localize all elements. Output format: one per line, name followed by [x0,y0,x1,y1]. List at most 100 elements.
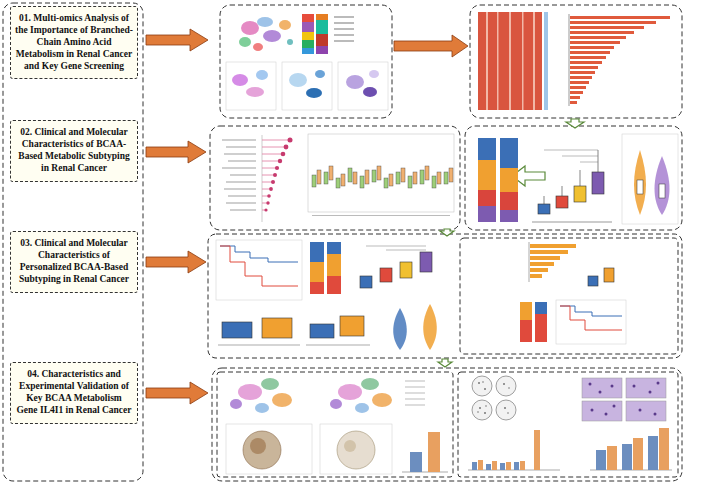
illustration-rect [228,195,256,197]
illustration-rect [220,5,392,118]
illustration-circle [275,166,279,170]
illustration-line [529,242,530,282]
illustration-rect [637,180,643,194]
illustration-rect [659,184,665,198]
illustration-polygon [146,251,206,273]
illustration-g [520,242,626,344]
illustration-path [393,308,407,350]
illustration-g [472,376,516,420]
illustration-rect [486,12,488,110]
illustration-path [423,304,437,350]
illustration-rect [570,101,577,104]
illustration-rect [582,378,622,398]
step-title: 03. Clinical and Molecular Characteristi… [15,238,133,286]
illustration-rect [405,380,425,382]
illustration-rect [384,178,388,188]
illustration-rect [401,168,405,182]
illustration-ellipse [263,30,281,42]
illustration-rect [570,76,592,79]
illustration-g [588,268,614,286]
illustration-circle [472,400,492,420]
illustration-path [655,156,670,215]
illustration-line [306,345,370,346]
illustration-rect [530,262,554,266]
illustration-circle [266,201,269,204]
illustration-rect [353,172,357,184]
illustration-path [560,306,622,316]
illustration-rect [317,170,321,184]
illustration-g [226,14,388,110]
illustration-rect [570,31,634,34]
illustration-path [366,246,426,250]
illustration-path [560,306,622,330]
illustration-circle [337,431,375,469]
illustration-line [262,161,280,162]
illustration-rect [405,386,425,388]
illustration-ellipse [361,378,379,390]
illustration-rect [360,176,364,188]
illustration-g [478,134,678,224]
illustration-ellipse [306,88,322,98]
illustration-circle [611,385,614,388]
illustration-circle [478,382,480,384]
illustration-rect [316,14,328,20]
illustration-rect [522,12,524,110]
illustration-g [312,166,453,188]
illustration-g [264,138,292,212]
illustration-rect [588,276,598,286]
illustration-rect [262,318,292,338]
illustration-polygon [146,29,208,51]
illustration-circle [243,431,281,469]
illustration-ellipse [257,17,273,27]
illustration-rect [228,160,256,162]
illustration-rect [413,172,417,184]
illustration-g [366,246,426,250]
illustration-ellipse [315,70,325,78]
illustration-g [394,35,468,57]
illustration-rect [420,252,432,272]
illustration-rect [226,202,256,204]
illustration-rect [570,96,580,99]
illustration-circle [284,145,289,150]
step-text-group: 04. Characteristics and Experimental Val… [15,369,133,417]
illustration-rect [633,438,643,470]
illustration-ellipse [232,74,248,86]
illustration-rect [478,190,496,206]
illustration-rect [470,5,682,118]
illustration-polygon [566,119,584,128]
illustration-rect [327,242,341,254]
illustration-rect [570,86,586,89]
illustration-circle [472,376,492,396]
illustration-rect [222,167,256,169]
illustration-rect [570,71,595,74]
illustration-rect [334,40,354,42]
illustration-rect [341,174,345,186]
illustration-ellipse [363,87,377,97]
illustration-ellipse [279,20,291,30]
illustration-ellipse [230,399,242,409]
illustration-rect [334,28,354,30]
illustration-rect [329,166,333,180]
illustration-circle [654,413,657,416]
illustration-g [222,134,454,222]
illustration-rect [405,398,425,400]
illustration-rect [336,178,340,188]
illustration-rect [420,170,424,184]
illustration-circle [485,405,487,407]
illustration-rect [478,160,496,190]
illustration-circle [599,391,602,394]
illustration-g [486,12,535,110]
illustration-rect [312,215,450,216]
illustration-line [218,345,300,346]
illustration-circle [278,159,282,163]
step-box: 02. Clinical and Molecular Characteristi… [10,120,138,182]
illustration-circle [250,438,266,454]
illustration-rect [208,234,682,358]
illustration-rect [327,254,341,276]
illustration-rect [460,238,678,354]
illustration-circle [589,383,592,386]
illustration-rect [302,22,314,32]
illustration-rect [530,250,568,254]
illustration-rect [217,372,453,477]
